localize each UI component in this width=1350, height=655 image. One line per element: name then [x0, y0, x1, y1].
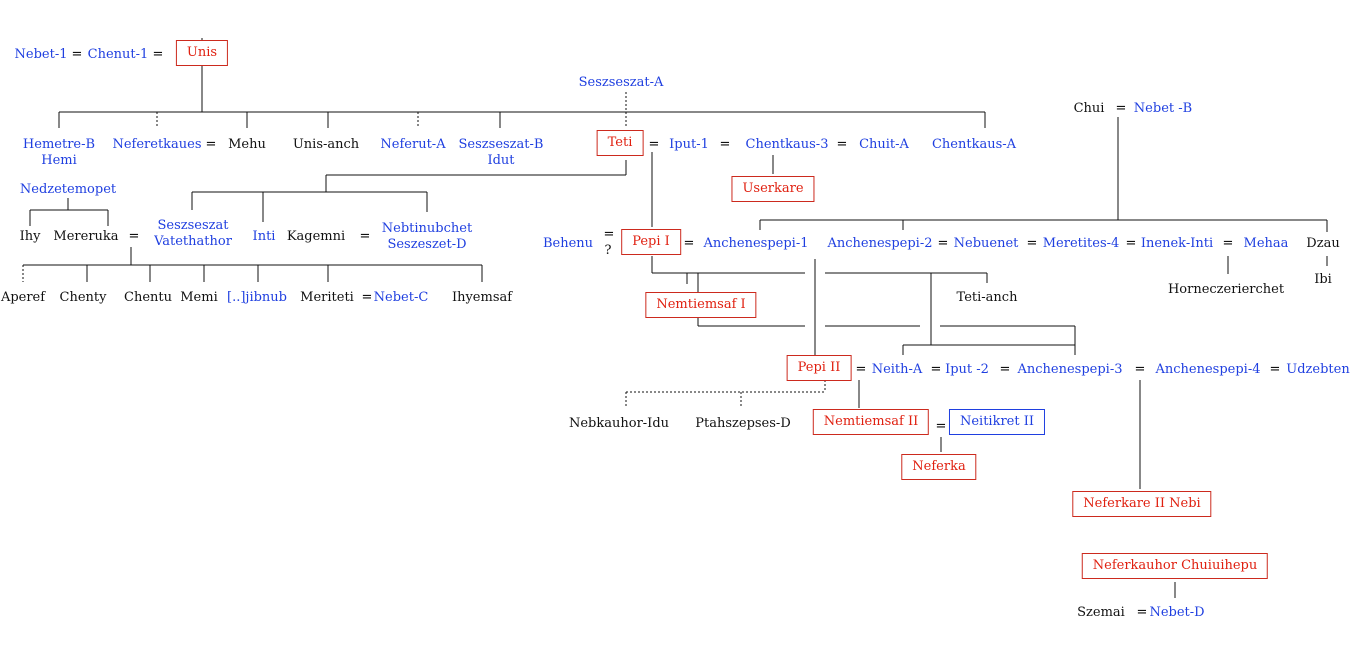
marriage-sign: = [1269, 362, 1281, 377]
person-ibi: Ibi [1314, 272, 1332, 287]
person-iput-2: Iput -2 [945, 362, 989, 377]
marriage-sign: = [359, 229, 371, 244]
person-aperef: Aperef [0, 290, 46, 305]
unknown-marker: ? [604, 243, 612, 258]
marriage-sign: = [1134, 362, 1146, 377]
person-unis-anch: Unis-anch [292, 137, 360, 152]
person-anchenespepi-4: Anchenespepi-4 [1155, 362, 1261, 377]
person-seszseszat-b: Seszseszat-B Idut [459, 137, 544, 169]
king-box-pepi-i: Pepi I [621, 229, 681, 255]
person-chentu: Chentu [124, 290, 172, 305]
person-nebet-d: Nebet-D [1149, 605, 1205, 620]
person-dzau: Dzau [1306, 236, 1340, 251]
marriage-sign: = [836, 137, 848, 152]
person-chenut-1: Chenut-1 [87, 47, 149, 62]
king-box-teti: Teti [596, 130, 644, 156]
king-box-neferka: Neferka [901, 454, 977, 480]
marriage-sign: = [648, 137, 660, 152]
person-mereruka: Mereruka [53, 229, 119, 244]
person-nebet-b: Nebet -B [1133, 101, 1193, 116]
name-line: Nebtinubchet [381, 221, 473, 236]
person-neferetkaues: Neferetkaues [112, 137, 202, 152]
person-anchenespepi-3: Anchenespepi-3 [1017, 362, 1123, 377]
person-nebtinubchet: Nebtinubchet Seszeszet-D [382, 221, 472, 253]
person-mehaa: Mehaa [1243, 236, 1289, 251]
queen-box-neitikret-ii: Neitikret II [948, 409, 1046, 435]
marriage-sign: = [71, 47, 83, 62]
marriage-sign: = [1222, 236, 1234, 251]
person-kagemni: Kagemni [286, 229, 346, 244]
person-seszseszat-a: Seszseszat-A [578, 75, 664, 90]
marriage-sign: = [1115, 101, 1127, 116]
person-nedzetemopet: Nedzetemopet [19, 182, 117, 197]
marriage-sign: = [683, 236, 695, 251]
marriage-sign: = [930, 362, 942, 377]
person-nebet-1: Nebet-1 [14, 47, 68, 62]
king-box-neferkare-ii: Neferkare II Nebi [1072, 491, 1212, 517]
person-neferut-a: Neferut-A [380, 137, 446, 152]
king-box-pepi-ii: Pepi II [786, 355, 852, 381]
king-box-nemtiemsaf-ii: Nemtiemsaf II [812, 409, 930, 435]
person-chentkaus-3: Chentkaus-3 [745, 137, 829, 152]
name-line: Seszseszat-B [458, 137, 544, 152]
marriage-sign: = [937, 236, 949, 251]
person-udzebten: Udzebten [1286, 362, 1350, 377]
king-box-neferkauhor: Neferkauhor Chuiuihepu [1081, 553, 1269, 579]
marriage-sign: = [935, 419, 947, 434]
name-line: Seszeszet-D [387, 237, 467, 252]
person-neith-a: Neith-A [871, 362, 923, 377]
person-inti: Inti [252, 229, 276, 244]
name-line: Hemetre-B [22, 137, 96, 152]
marriage-sign: = [1026, 236, 1038, 251]
marriage-sign: = [719, 137, 731, 152]
person-chuit-a: Chuit-A [859, 137, 909, 152]
person-teti-anch: Teti-anch [956, 290, 1018, 305]
person-meretites-4: Meretites-4 [1042, 236, 1120, 251]
person-anchenespepi-2: Anchenespepi-2 [827, 236, 933, 251]
person-memi: Memi [180, 290, 218, 305]
person-behenu: Behenu [542, 236, 594, 251]
person-hemetre-b: Hemetre-B Hemi [23, 137, 95, 169]
person-jibnub: [..]jibnub [227, 290, 287, 305]
person-nebet-c: Nebet-C [373, 290, 429, 305]
name-line: Idut [487, 153, 515, 168]
person-nebuenet: Nebuenet [953, 236, 1019, 251]
marriage-sign: = [205, 137, 217, 152]
person-ihyemsaf: Ihyemsaf [451, 290, 513, 305]
person-chenty: Chenty [59, 290, 107, 305]
marriage-sign: = [361, 290, 373, 305]
person-nebkauhor-idu: Nebkauhor-Idu [568, 416, 670, 431]
marriage-sign: = [1125, 236, 1137, 251]
king-box-unis: Unis [175, 40, 229, 66]
person-ihy: Ihy [19, 229, 41, 244]
name-line: Vatethathor [154, 234, 232, 249]
person-szemai: Szemai [1077, 605, 1125, 620]
person-iput-1: Iput-1 [669, 137, 709, 152]
person-mehu: Mehu [228, 137, 266, 152]
person-horneczerierchet: Horneczerierchet [1167, 282, 1285, 297]
name-line: Hemi [41, 153, 77, 168]
marriage-sign: = [603, 227, 615, 242]
person-ptahszepses-d: Ptahszepses-D [695, 416, 791, 431]
king-box-nemtiemsaf-i: Nemtiemsaf I [645, 292, 757, 318]
marriage-sign: = [1136, 605, 1148, 620]
person-seszseszat: Seszseszat Vatethathor [154, 218, 232, 250]
marriage-sign: = [128, 229, 140, 244]
name-line: Seszseszat [157, 218, 229, 233]
marriage-sign: = [855, 362, 867, 377]
person-inenek-inti: Inenek-Inti [1140, 236, 1214, 251]
person-anchenespepi-1: Anchenespepi-1 [703, 236, 809, 251]
king-box-userkare: Userkare [731, 176, 815, 202]
person-chentkaus-a: Chentkaus-A [931, 137, 1017, 152]
marriage-sign: = [152, 47, 164, 62]
marriage-sign: = [999, 362, 1011, 377]
person-meriteti: Meriteti [300, 290, 354, 305]
person-chui: Chui [1073, 101, 1105, 116]
